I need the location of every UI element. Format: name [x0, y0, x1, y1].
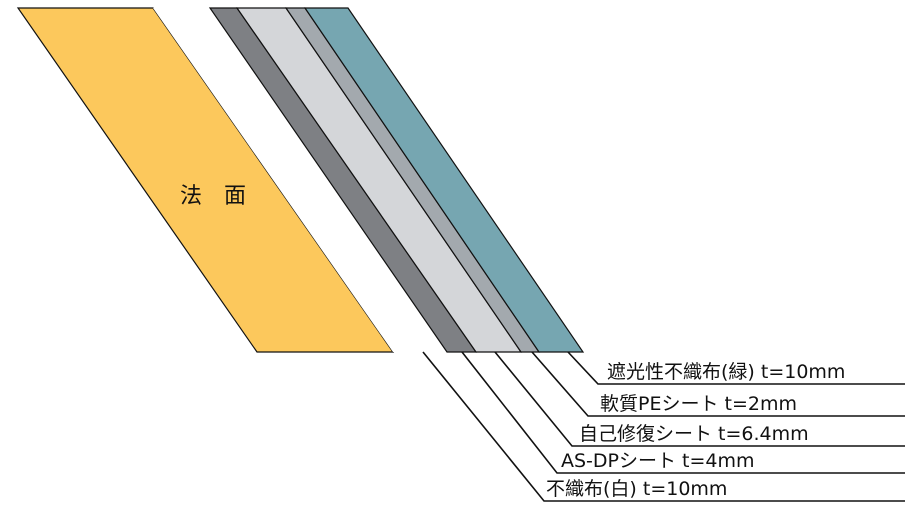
leader-lines [422, 351, 905, 502]
slope-label: 法 面 [180, 184, 246, 209]
label-soft-pe-sheet: 軟質PEシート t=2mm [600, 393, 797, 415]
leader-line-nonwoven [422, 351, 905, 502]
leader-line-shading [567, 351, 905, 385]
leader-line-soft-pe [531, 351, 905, 417]
leader-line-as-dp [461, 351, 905, 474]
label-self-repair-sheet: 自己修復シート t=6.4mm [579, 423, 809, 445]
nonwoven-white-band [153, 8, 447, 352]
label-nonwoven-white: 不織布(白) t=10mm [546, 478, 727, 500]
layer-labels: 遮光性不織布(緑) t=10mm 軟質PEシート t=2mm 自己修復シート t… [546, 361, 845, 500]
shading-nonwoven-band [303, 7, 585, 353]
label-shading-nonwoven: 遮光性不織布(緑) t=10mm [607, 361, 845, 383]
leader-line-self-repair [494, 351, 905, 447]
label-as-dp-sheet: AS-DPシート t=4mm [561, 450, 755, 472]
